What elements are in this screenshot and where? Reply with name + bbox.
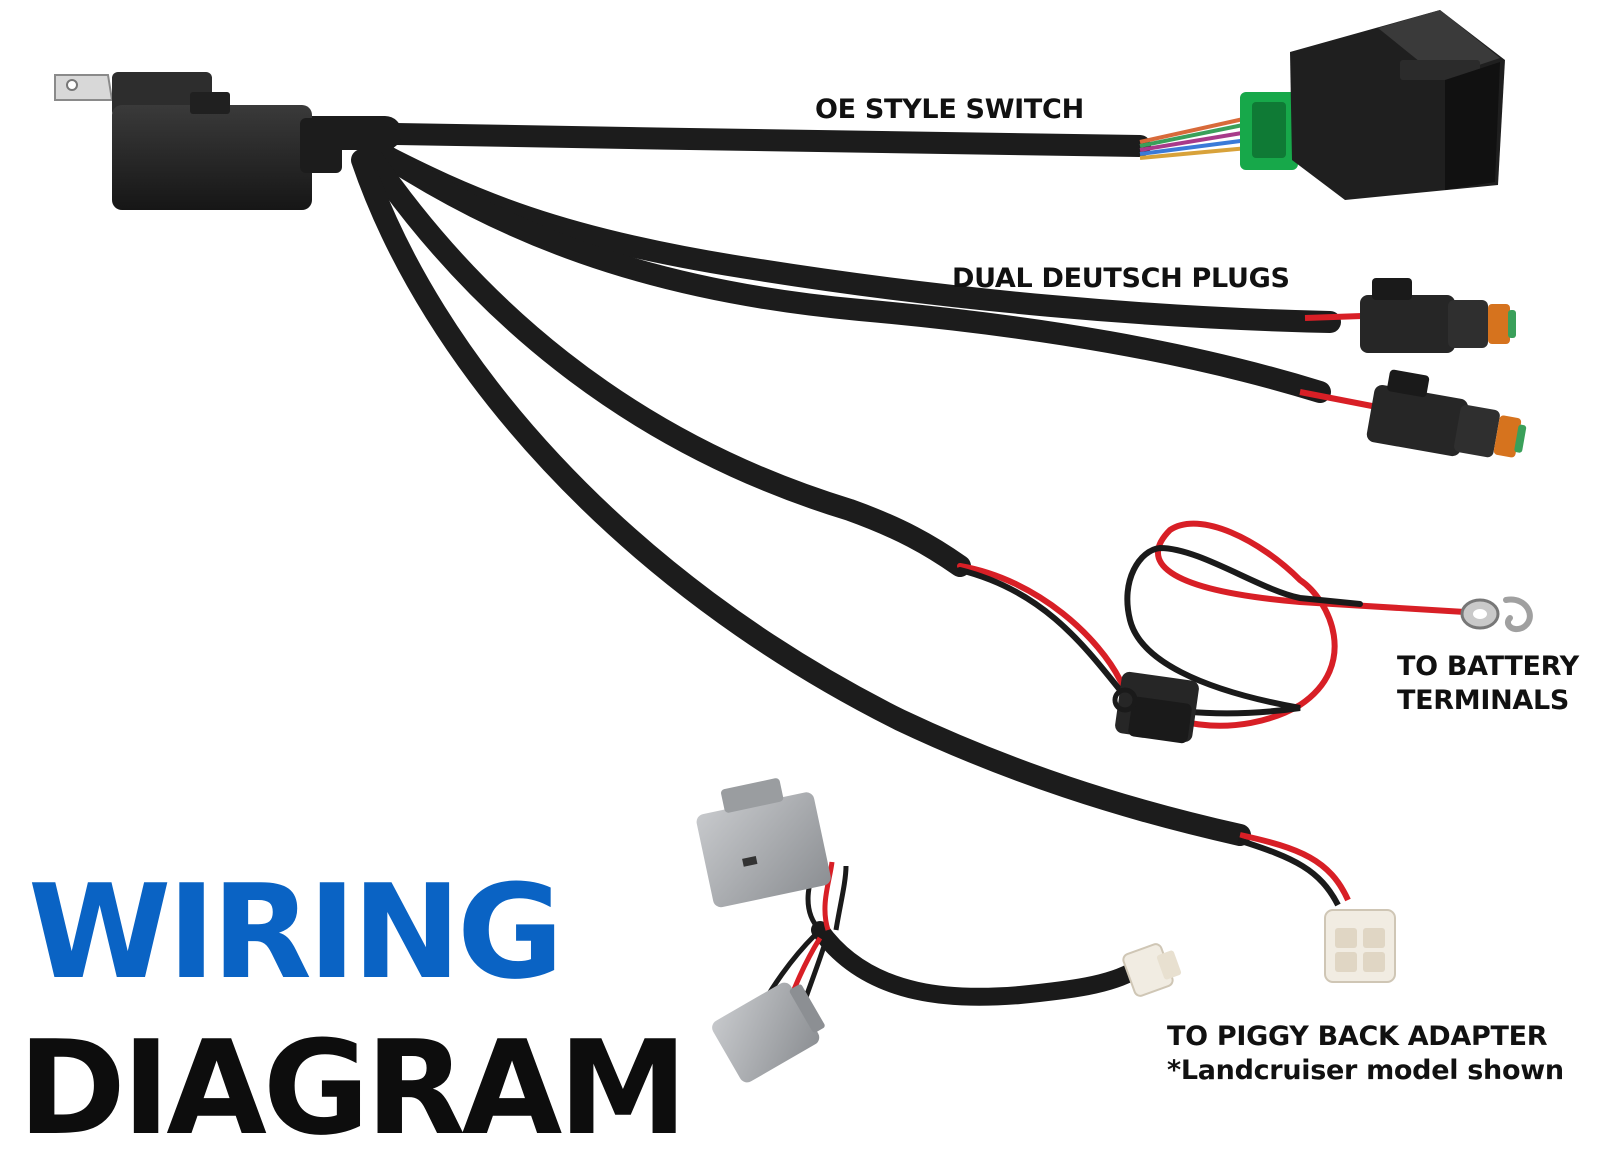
label-dual-deutsch-plugs: DUAL DEUTSCH PLUGS — [952, 262, 1290, 296]
deutsch-cable-lower — [369, 141, 1331, 403]
piggyback-plug — [1237, 832, 1396, 983]
label-piggy-back-adapter: TO PIGGY BACK ADAPTER *Landcruiser model… — [1167, 1020, 1564, 1088]
label-deutsch-line: DUAL DEUTSCH PLUGS — [952, 263, 1290, 294]
label-battery-line-2: TERMINALS — [1397, 685, 1570, 716]
label-battery-terminals: TO BATTERY TERMINALS — [1397, 650, 1579, 718]
piggy-cable — [351, 149, 1251, 846]
ring-terminal — [1460, 596, 1533, 632]
battery-red-wire — [957, 520, 1468, 729]
title-diagram: DIAGRAM — [18, 1012, 688, 1164]
battery-cable — [361, 147, 971, 577]
battery-leads — [957, 520, 1533, 729]
label-piggy-line-2: *Landcruiser model shown — [1167, 1055, 1564, 1086]
deutsch-plug-lower — [1299, 369, 1527, 458]
rocker-switch — [1139, 10, 1505, 200]
inline-fuse-holder — [1112, 671, 1199, 744]
label-battery-line-1: TO BATTERY — [1397, 651, 1579, 682]
deutsch-plug-upper — [1304, 278, 1516, 353]
title-wiring: WIRING — [28, 856, 564, 1008]
label-piggy-line-1: TO PIGGY BACK ADAPTER — [1167, 1021, 1548, 1052]
relay-block — [54, 72, 342, 210]
piggyback-adapter — [696, 778, 1182, 1083]
label-oe-style-switch: OE STYLE SWITCH — [815, 93, 1084, 127]
label-oe-line: OE STYLE SWITCH — [815, 94, 1084, 125]
battery-black-wire — [957, 544, 1363, 717]
switch-cable — [329, 122, 1151, 157]
